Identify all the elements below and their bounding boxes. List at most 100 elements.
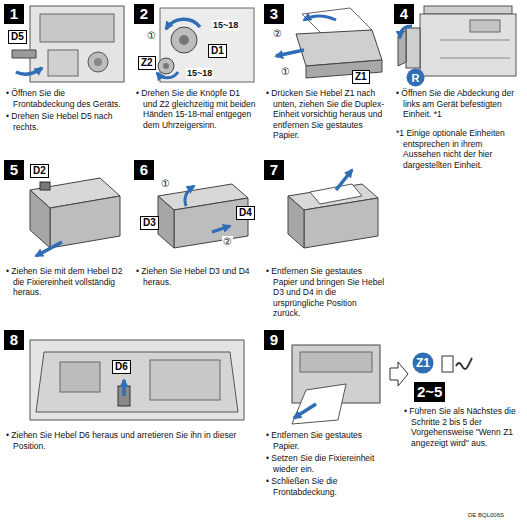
drawer-figure <box>150 360 220 400</box>
paper-pull-figure <box>300 352 372 372</box>
callout-circle: Z1 <box>412 352 434 374</box>
fusing-unit-figure <box>36 242 62 256</box>
jam-symbol <box>442 356 453 372</box>
node-text: Z2 <box>141 57 153 68</box>
node-text: 5 <box>10 161 18 178</box>
fusing-unit-figure <box>40 182 50 190</box>
instruction-text: • Entfernen Sie gestautes Papier. <box>266 430 386 451</box>
node-text: 1 <box>10 5 18 22</box>
callout-number: ① <box>146 30 157 41</box>
knob-figure <box>158 58 174 74</box>
drawer-figure <box>30 340 244 420</box>
step-number: 8 <box>4 330 24 350</box>
step-number: 9 <box>264 330 284 350</box>
copier-figure <box>398 6 516 76</box>
next-arrow <box>390 362 408 386</box>
step-number: 6 <box>134 160 154 180</box>
paper-pull-figure <box>292 384 346 424</box>
callout-number: ① <box>280 66 291 77</box>
front-cover-figure <box>16 68 42 74</box>
node-text: Z1 <box>416 357 430 369</box>
copier-figure <box>470 20 500 32</box>
part-tag: Z2 <box>138 56 156 70</box>
front-cover-figure <box>12 50 36 58</box>
copier-figure <box>424 6 512 14</box>
step-number: 4 <box>394 4 414 24</box>
copier-figure <box>440 58 510 59</box>
callout-number: ② <box>222 236 233 247</box>
paper-removal-figure <box>288 196 304 248</box>
fusing-unit-figure <box>30 190 50 248</box>
instruction-text: • Drehen Sie die Knöpfe D1 und Z2 gleich… <box>136 88 256 130</box>
step-number: 1 <box>4 4 24 24</box>
front-cover-figure <box>94 58 102 66</box>
node-text: 8 <box>10 331 18 348</box>
node-text: D4 <box>239 207 252 218</box>
duplex-unit-figure <box>276 50 304 56</box>
front-cover-figure <box>30 6 124 82</box>
knob-figure <box>179 35 189 45</box>
part-tag: Z1 <box>352 70 370 84</box>
knob-figure <box>163 63 169 69</box>
node-text: 6 <box>140 161 148 178</box>
knob-figure <box>171 27 197 53</box>
instruction-text: • Ziehen Sie Hebel D3 und D4 heraus. <box>136 266 256 287</box>
node-text: D6 <box>115 361 128 372</box>
lever-figure <box>158 184 248 248</box>
fusing-unit-figure <box>50 196 120 248</box>
part-tag: D1 <box>208 44 227 58</box>
copier-figure <box>400 26 412 38</box>
node-text: 4 <box>400 5 408 22</box>
copier-figure <box>420 14 516 76</box>
paper-removal-figure <box>336 170 352 190</box>
drawer-figure <box>36 352 238 412</box>
lever-figure <box>212 226 230 232</box>
drawer-figure <box>60 362 100 392</box>
jam-symbol <box>456 358 472 369</box>
paper-removal-figure <box>288 170 378 248</box>
footnote: *1 Einige optionale Einheiten entspreche… <box>396 128 520 170</box>
instruction-text: • Ziehen Sie mit dem Hebel D2 die Fixier… <box>6 266 126 298</box>
drawer-figure <box>122 380 126 396</box>
front-cover-figure <box>12 6 124 82</box>
instruction-text: • Öffnen Sie die Frontabdeckung des Gerä… <box>6 88 126 109</box>
jam-symbol <box>442 356 472 372</box>
node-text: D3 <box>143 217 156 228</box>
instruction-text: • Drücken Sie Hebel Z1 nach unten, ziehe… <box>266 88 386 141</box>
part-tag: D5 <box>8 30 27 44</box>
node-text: D2 <box>33 165 46 176</box>
node-text: D1 <box>211 45 224 56</box>
front-cover-figure <box>48 50 78 76</box>
copier-figure <box>440 40 510 41</box>
turn-count: 15~18 <box>186 68 213 79</box>
step-number: 3 <box>264 4 284 24</box>
part-tag: D6 <box>112 360 131 374</box>
step-number: 5 <box>4 160 24 180</box>
instruction-text: • Öffnen Sie die Abdeckung der links am … <box>396 88 520 120</box>
callout-number: ① <box>160 178 171 189</box>
node-text: 3 <box>270 5 278 22</box>
duplex-unit-figure <box>304 16 336 20</box>
callout-circle: R <box>406 68 425 87</box>
circle-fill <box>413 353 434 374</box>
front-cover-figure <box>88 52 108 72</box>
part-tag: D3 <box>140 216 159 230</box>
paper-pull-figure <box>292 345 380 424</box>
step-number: 7 <box>264 160 284 180</box>
instruction-text: • Drehen Sie Hebel D5 nach rechts. <box>6 111 126 132</box>
instruction-text: • Führen Sie als Nächstes die Schritte 2… <box>404 406 522 448</box>
document-code: DE BQL006S <box>468 512 504 519</box>
instruction-text: • Entfernen Sie gestautes Papier und bri… <box>266 266 386 319</box>
instruction-text: • Setzen Sie die Fixiereinheit wieder ei… <box>266 453 386 474</box>
knob-figure <box>160 8 254 82</box>
paper-removal-figure <box>304 198 378 248</box>
node-text: 9 <box>270 331 278 348</box>
paper-pull-figure <box>294 404 316 418</box>
duplex-unit-figure <box>276 8 382 78</box>
node-text: R <box>412 72 420 84</box>
front-cover-figure <box>40 14 114 42</box>
node-text: Z1 <box>355 71 367 82</box>
lever-figure <box>158 196 174 248</box>
step-number: 2 <box>134 4 154 24</box>
